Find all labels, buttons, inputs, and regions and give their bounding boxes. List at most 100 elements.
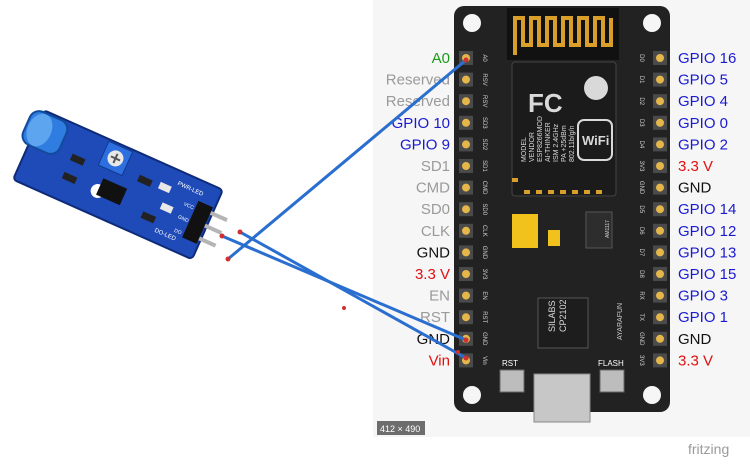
silk-label-right: 3V3 [638,355,644,366]
header-pad-left [462,118,470,127]
silk-label-left: SD3 [481,117,487,129]
header-pad-right [656,248,664,257]
silk-label-left: SD0 [481,203,487,215]
pin-label-left: GPIO 9 [400,136,450,153]
header-pad-right [656,356,664,365]
pin-label-left: Vin [429,352,450,369]
antenna-trace [513,16,613,55]
pin-label-right: GPIO 5 [678,72,728,89]
nodemcu-board: FC MODELVENDORESP8266MODAI-THINKERISM 2.… [454,6,670,423]
silk-label-left: RST [481,311,487,323]
pin-label-right: 3.3 V [678,352,713,369]
mount-hole [643,386,661,404]
header-pad-left [462,248,470,257]
silk-label-right: D2 [638,97,644,105]
header-pad-right [656,313,664,322]
header-pad-left [462,313,470,322]
header-pad-right [656,75,664,84]
header-pad-right [656,205,664,214]
pin-label-right: GPIO 15 [678,266,736,283]
silk-label-left: SD1 [481,160,487,172]
silk-label-right: D1 [638,76,644,84]
module-text: MODELVENDORESP8266MODAI-THINKERISM 2.4GH… [521,116,576,162]
silk-label-left: 3V3 [481,269,487,280]
pin-label-left: EN [429,288,450,305]
svg-text:MODELVENDORESP8266MODAI-THINKE: MODELVENDORESP8266MODAI-THINKERISM 2.4GH… [521,116,576,162]
pin-label-right: GPIO 16 [678,50,736,67]
silk-label-right: D0 [638,54,644,62]
usb-chip-text: SILABSCP2102 [547,299,568,332]
pin-label-left: 3.3 V [415,266,450,283]
silk-label-right: D4 [638,141,644,149]
rst-button-label: RST [502,359,518,368]
silk-label-right: D5 [638,205,644,213]
vibration-sensor-module: PWR-LED DO-LED VCC GND DO [13,110,228,260]
sensor-pin-do: DO [173,228,182,237]
silk-label-left: GND [481,246,487,260]
header-pad-right [656,118,664,127]
mount-hole [463,386,481,404]
pin-label-right: GND [678,331,712,348]
pin-label-right: 3.3 V [678,158,713,175]
header-pad-right [656,54,664,62]
rst-button[interactable] [499,369,525,393]
silk-label-left: GND [481,332,487,346]
silk-label-right: GND [638,332,644,346]
header-pad-right [656,97,664,106]
silk-label-left: RSV [481,95,487,107]
pwr-led [157,181,172,194]
header-pad-left [462,205,470,214]
pin-label-left: Reserved [386,72,450,89]
silk-label-left: EN [481,291,487,299]
wifi-mark: WiFi [582,133,609,148]
capacitor-small [548,230,560,246]
usb-uart-chip [537,297,589,349]
silk-label-left: Vin [481,356,487,365]
wire-joints [219,57,469,361]
silk-label-left: SD2 [481,139,487,151]
image-size-label: 412 × 490 [380,424,420,434]
header-pad-right [656,334,664,343]
silk-label-left: CLK [481,225,487,237]
pin-headers: A0RSVRSVSD3SD2SD1CMDSD0CLKGND3V3ENRSTGND… [459,51,667,368]
wires [220,58,468,360]
header-pad-right [656,162,664,170]
usb-connector [533,373,591,423]
module-castellations [512,178,602,194]
comparator-chip [96,178,128,206]
board-brand: AYARAFUN [617,303,624,340]
silk-label-left: RSV [481,73,487,85]
pin-label-right: GPIO 1 [678,309,728,326]
flash-button[interactable] [599,369,625,393]
capacitor-large [512,214,538,248]
wifi-badge [577,119,613,161]
sensor-header [182,200,213,244]
silk-label-left: A0 [481,54,487,62]
resistor [61,171,78,184]
sensor-pins [198,210,228,248]
silk-label-left: CMD [481,181,487,195]
do-led [159,202,174,214]
silk-label-right: D6 [638,227,644,235]
header-pad-right [656,183,664,192]
header-pad-left [462,75,470,84]
pin-label-right: GPIO 13 [678,244,736,261]
pin-label-right: GND [678,180,712,197]
header-pad-left [462,97,470,106]
pin-label-right: GPIO 14 [678,201,736,218]
regulator-label: AM1117 [605,220,611,238]
mount-hole [643,14,661,32]
module-logo [584,76,608,100]
header-pad-right [656,270,664,278]
regulator-chip [585,211,613,249]
header-pad-left [462,291,470,300]
potentiometer-slot [110,153,121,164]
silk-label-right: D3 [638,119,644,127]
pin-label-left: GPIO 10 [392,115,450,132]
silk-label-right: TX [638,313,644,321]
header-pad-right [656,226,664,235]
header-pad-left [462,183,470,192]
pin-label-left: SD0 [421,201,450,218]
